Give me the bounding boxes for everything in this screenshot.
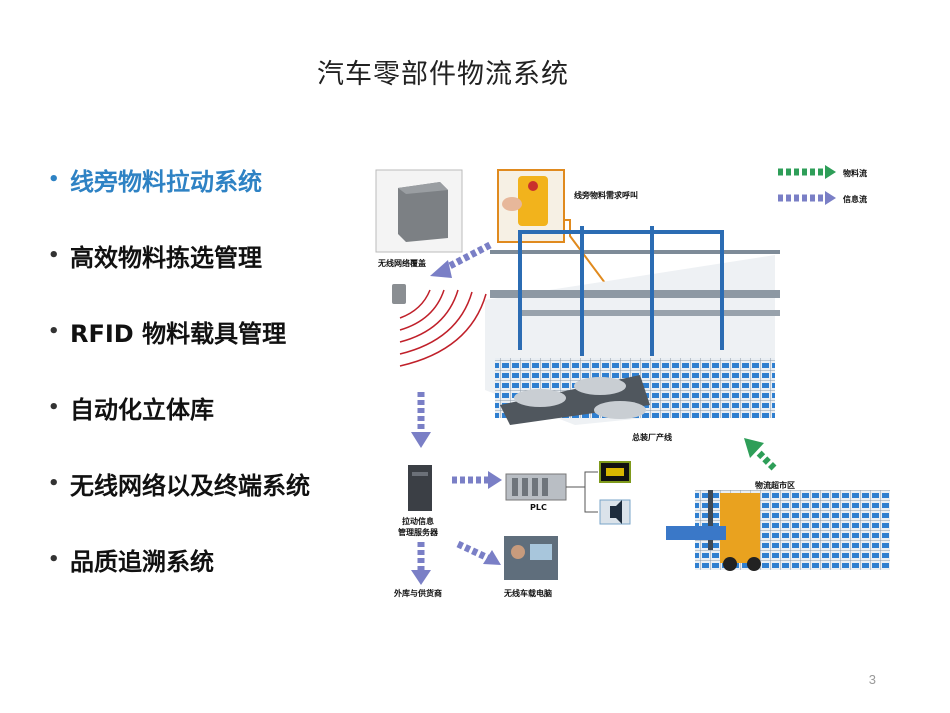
bullet-item-4[interactable]: • 自动化立体库 xyxy=(48,388,310,426)
bullet-dot: • xyxy=(48,168,60,190)
speaker-icon xyxy=(599,499,631,525)
vehicle-pc-image xyxy=(504,536,558,580)
bullet-item-6[interactable]: • 品质追溯系统 xyxy=(48,540,310,578)
logistics-diagram: 物料流 信息流 无线网络覆盖 线旁物料需求呼叫 总装厂产线 拉动信息 管理服务器… xyxy=(370,160,890,610)
bullet-text: RFID 物料载具管理 xyxy=(70,319,287,348)
label-assembly-plant: 总装厂产线 xyxy=(632,433,672,442)
material-flow-arrow xyxy=(755,449,777,471)
page-number: 3 xyxy=(868,672,876,687)
bullet-dot: • xyxy=(48,320,60,342)
bullet-dot: • xyxy=(48,472,60,494)
bullet-text: 自动化立体库 xyxy=(70,395,214,424)
label-logistics-area: 物流超市区 xyxy=(755,481,795,490)
bullet-list: • 线旁物料拉动系统 • 高效物料拣选管理 • RFID 物料载具管理 • 自动化立体库… xyxy=(48,160,310,616)
bullet-dot: • xyxy=(48,548,60,570)
assembly-line-illustration xyxy=(485,226,780,425)
bullet-item-5[interactable]: • 无线网络以及终端系统 xyxy=(48,464,310,502)
plc-icon xyxy=(505,473,567,501)
display-icon xyxy=(599,461,631,483)
bullet-item-2[interactable]: • 高效物料拣选管理 xyxy=(48,236,310,274)
bullet-text: 无线网络以及终端系统 xyxy=(70,471,310,500)
label-line-call: 线旁物料需求呼叫 xyxy=(574,191,638,200)
access-point-icon xyxy=(375,169,463,253)
label-outer-supplier: 外库与供货商 xyxy=(394,589,442,598)
legend-info-flow: 信息流 xyxy=(843,195,867,204)
label-wireless-coverage: 无线网络覆盖 xyxy=(378,259,426,268)
legend-material-flow: 物料流 xyxy=(843,169,867,178)
slide-title: 汽车零部件物流系统 xyxy=(317,59,569,90)
info-flow-arrow xyxy=(440,241,492,274)
bullet-dot: • xyxy=(48,396,60,418)
bullet-dot: • xyxy=(48,244,60,266)
bullet-item-3[interactable]: • RFID 物料载具管理 xyxy=(48,312,310,350)
bullet-text: 品质追溯系统 xyxy=(70,547,214,576)
bullet-item-1[interactable]: • 线旁物料拉动系统 xyxy=(48,160,310,198)
logistics-area-illustration xyxy=(666,490,890,571)
label-server: 拉动信息 管理服务器 xyxy=(398,517,438,537)
server-icon xyxy=(408,465,432,511)
bullet-text: 高效物料拣选管理 xyxy=(70,243,262,272)
label-plc: PLC xyxy=(530,503,547,512)
info-flow-arrow xyxy=(456,540,490,562)
bullet-text: 线旁物料拉动系统 xyxy=(70,167,262,196)
diagram-graphics xyxy=(375,165,890,585)
label-wireless-pc: 无线车载电脑 xyxy=(504,589,552,598)
wireless-signal-icon xyxy=(392,284,487,367)
